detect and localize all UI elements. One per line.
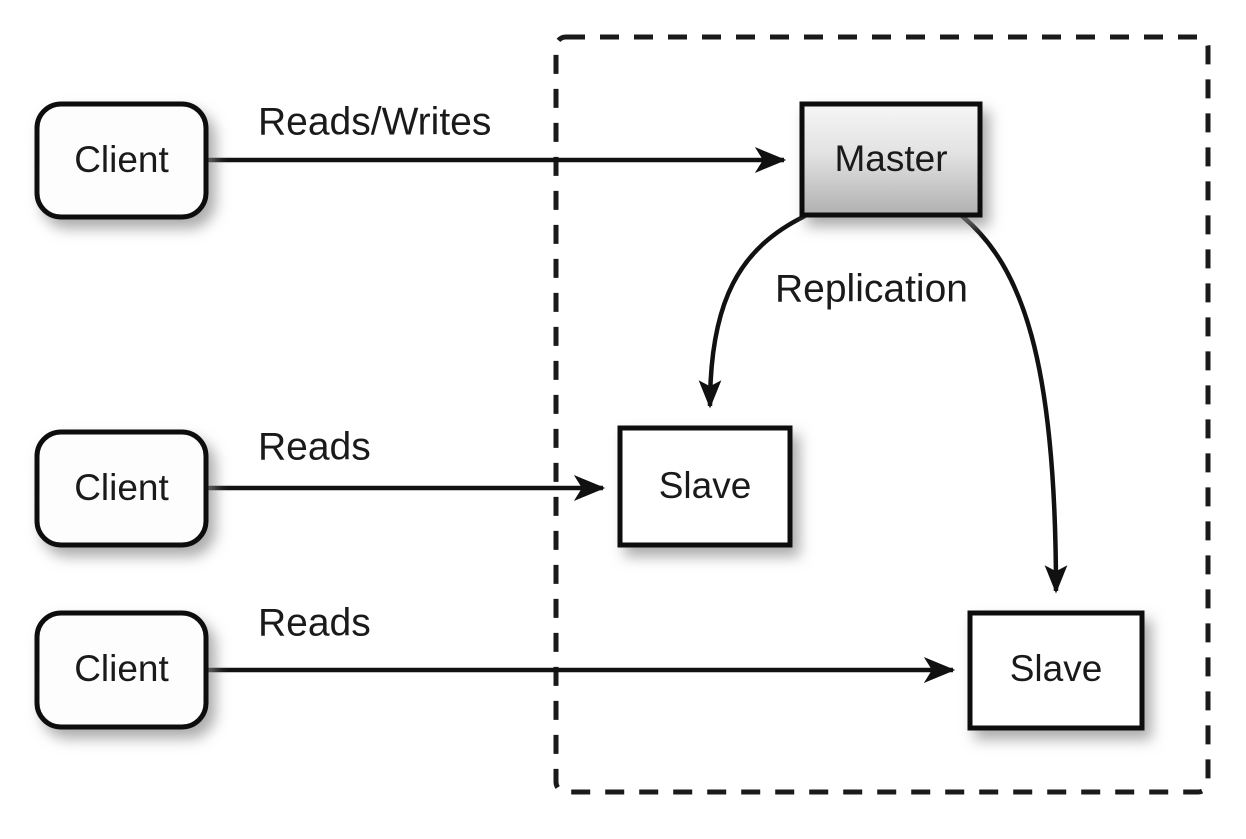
slave-2-box[interactable] <box>967 610 1145 731</box>
slave-1-label: Slave <box>659 465 752 506</box>
client-3-label: Client <box>74 648 169 689</box>
client-3-box[interactable] <box>34 610 209 730</box>
edge-master-slave2 <box>960 214 1068 594</box>
edge-label-replication: Replication <box>775 267 968 310</box>
node-client-2[interactable]: Client <box>34 429 209 548</box>
edge-label-reads-slave1: Reads <box>258 425 371 468</box>
client-1-label: Client <box>74 139 169 180</box>
node-master[interactable]: Master <box>799 101 983 218</box>
edge-master-slave1 <box>698 213 806 409</box>
edge-label-reads-writes: Reads/Writes <box>258 100 491 143</box>
node-client-1[interactable]: Client <box>34 101 209 220</box>
client-2-label: Client <box>74 467 169 508</box>
node-slave-1[interactable]: Slave <box>617 425 793 548</box>
client-1-box[interactable] <box>34 101 209 220</box>
slave-1-box[interactable] <box>617 425 793 548</box>
client-2-box[interactable] <box>34 429 209 548</box>
node-slave-2[interactable]: Slave <box>967 610 1145 731</box>
master-label: Master <box>834 138 947 179</box>
master-box[interactable] <box>799 101 983 218</box>
node-client-3[interactable]: Client <box>34 610 209 730</box>
slave-2-label: Slave <box>1010 648 1103 689</box>
edge-label-reads-slave2: Reads <box>258 601 371 644</box>
replication-cluster-boundary <box>553 34 1211 795</box>
